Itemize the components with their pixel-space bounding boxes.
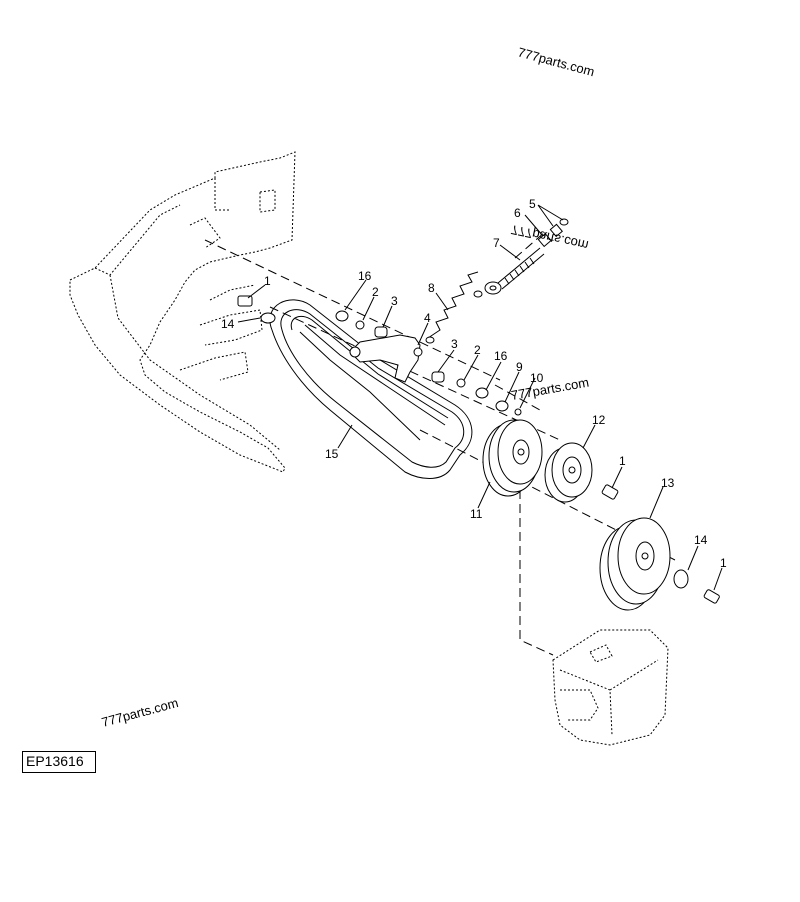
pulley-11 (482, 419, 543, 497)
callout-15: 15 (325, 447, 339, 461)
figure-code: EP13616 (26, 753, 84, 769)
callout-2: 2 (474, 343, 481, 357)
callout-13: 13 (661, 476, 675, 490)
callout-3: 3 (391, 294, 398, 308)
tension-spring (425, 271, 483, 344)
watermark: 777parts.com (516, 44, 596, 79)
callout-14: 14 (694, 533, 708, 547)
callout-7: 7 (493, 236, 500, 250)
drive-belt (269, 299, 473, 479)
callout-8: 8 (428, 281, 435, 295)
watermarks: 777parts.com 777parts.com 777parts.com 7… (100, 44, 596, 729)
leader-lines (237, 204, 723, 591)
frame-bracket (69, 151, 296, 473)
callout-1: 1 (264, 274, 271, 288)
callout-16: 16 (358, 269, 372, 283)
callout-14: 14 (221, 317, 235, 331)
pulley-13 (599, 517, 689, 611)
callout-6: 6 (514, 206, 521, 220)
callout-1: 1 (720, 556, 727, 570)
callout-10: 10 (530, 371, 544, 385)
idler-arm (349, 334, 423, 383)
callout-9: 9 (516, 360, 523, 374)
callouts: 16 2 3 8 4 3 2 16 9 10 1 14 15 11 12 1 1… (221, 197, 727, 570)
gearbox (552, 629, 669, 746)
callout-2: 2 (372, 285, 379, 299)
callout-1: 1 (619, 454, 626, 468)
callout-12: 12 (592, 413, 606, 427)
callout-16: 16 (494, 349, 508, 363)
callout-3: 3 (451, 337, 458, 351)
watermark: 777parts.com (510, 375, 590, 403)
watermark: 777parts.com (100, 695, 180, 730)
callout-5: 5 (529, 197, 536, 211)
figure-code-box (22, 751, 96, 773)
callout-4: 4 (424, 311, 431, 325)
eye-bolt (484, 218, 569, 295)
bolts (601, 484, 720, 604)
watermark: 777parts.com (510, 222, 590, 253)
callout-11: 11 (470, 507, 483, 521)
pulley-hub-12 (544, 442, 593, 503)
